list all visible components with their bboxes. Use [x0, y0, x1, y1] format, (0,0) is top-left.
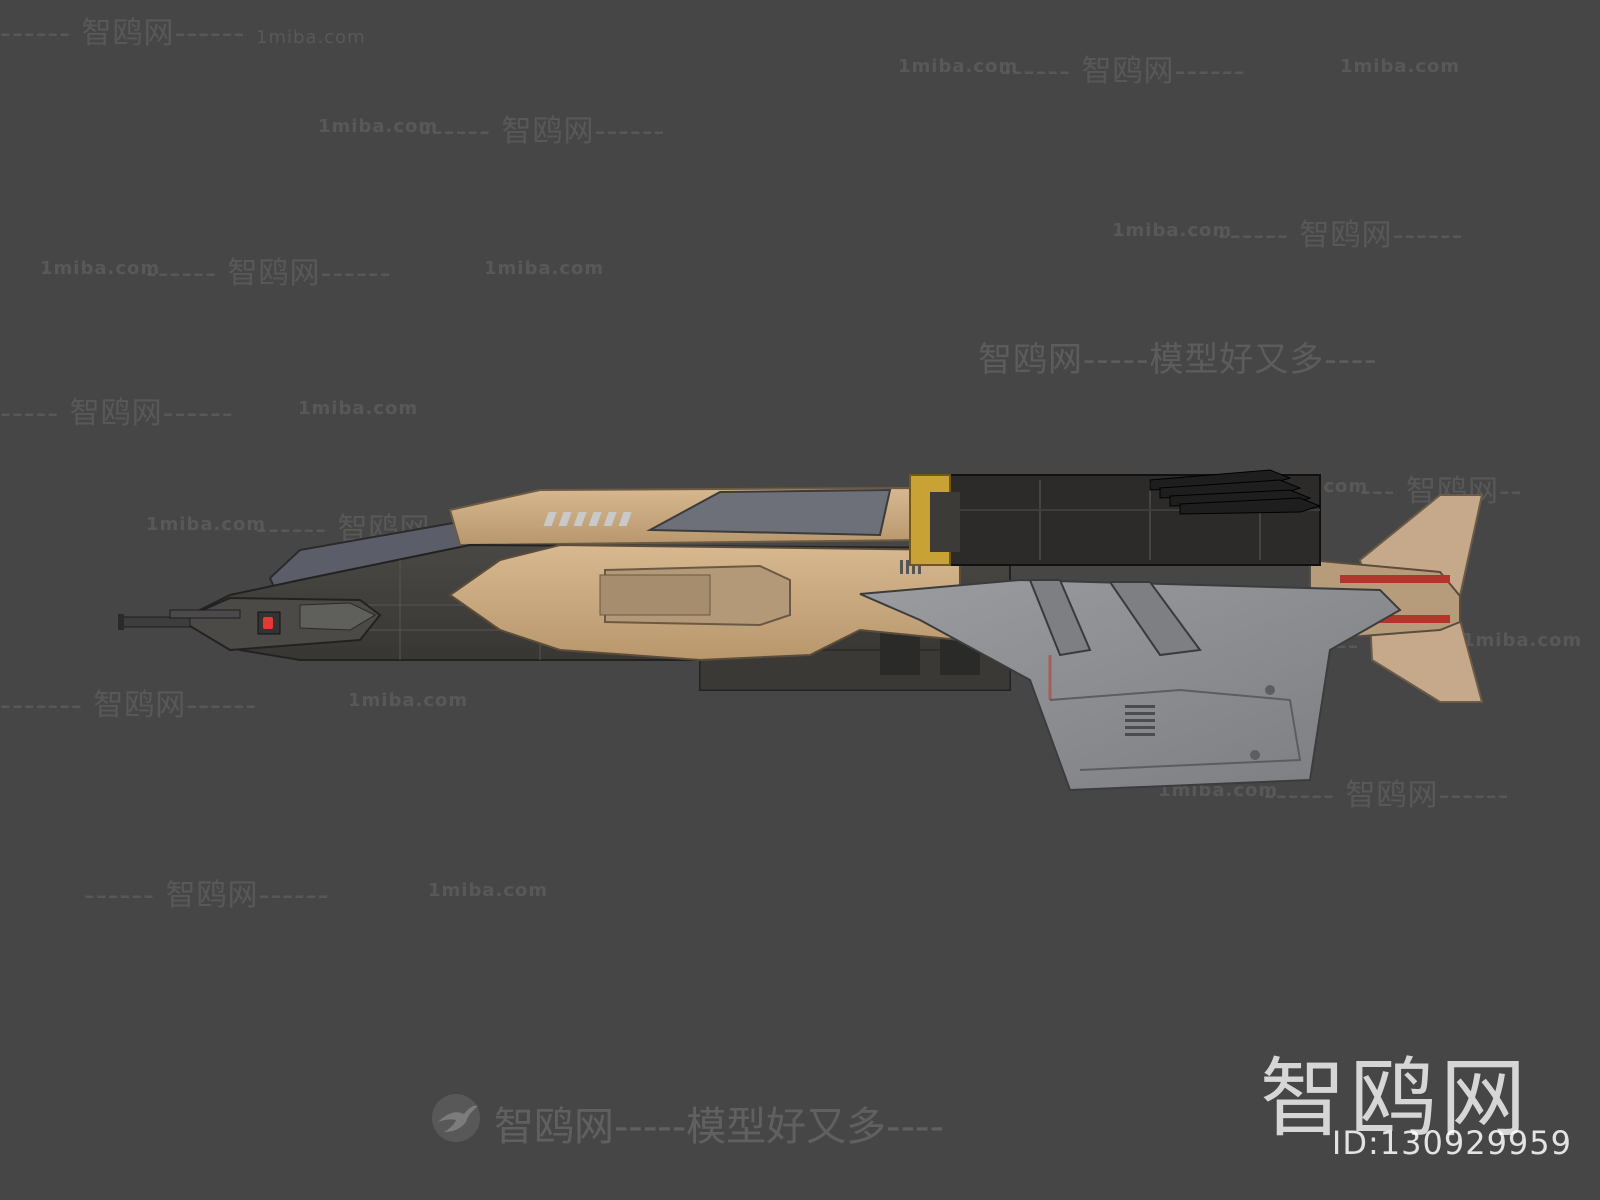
watermark-tagline: 智鸥网-----模型好又多---- — [978, 340, 1378, 380]
watermark-site: 1miba.com — [348, 690, 469, 711]
watermark-site: 1miba.com — [484, 258, 605, 279]
watermark-site: 1miba.com — [428, 880, 549, 901]
watermark-brand: ------ 智鸥网------ — [84, 878, 330, 913]
watermark-site: 1miba.com — [40, 258, 161, 279]
bottom-watermark-banner: 智鸥网-----模型好又多---- — [430, 1092, 944, 1154]
watermark-site: 1miba.com — [898, 56, 1019, 77]
model-id-text: ID:130929959 — [1331, 1124, 1572, 1162]
watermark-site: 1miba.com — [1112, 220, 1233, 241]
watermark-brand: ------ 智鸥网------ — [146, 256, 392, 291]
red-light-icon — [257, 611, 281, 635]
missile-tips — [1149, 469, 1322, 515]
bird-logo-icon — [430, 1092, 482, 1154]
watermark-site: 1miba.com — [298, 398, 419, 419]
watermark-site: 1miba.com — [146, 514, 267, 535]
watermark-brand: ------ 智鸥网------ — [1000, 54, 1246, 89]
bottom-banner-text: 智鸥网-----模型好又多---- — [494, 1104, 944, 1150]
side-armor-panel — [448, 543, 961, 662]
brand-logo-text: 智鸥网 — [1260, 1049, 1530, 1149]
fuselage-top-hull — [448, 486, 922, 547]
nose-gun — [118, 609, 241, 630]
watermark-brand: ------ 智鸥网------ — [420, 114, 666, 149]
watermark-site: 1miba.com — [1340, 56, 1461, 77]
watermark-site: 1miba.com — [1462, 630, 1583, 651]
watermark-brand: ------ 智鸥网------ — [1218, 218, 1464, 253]
watermark-brand: ------ 智鸥网------ — [1264, 778, 1510, 813]
watermark-brand: ------- 智鸥网------ — [0, 688, 258, 723]
watermark-site: 1miba.com — [318, 116, 439, 137]
watermark-brand: ----- 智鸥网------ — [0, 396, 234, 431]
watermark-brand: ------ 智鸥网------ 1miba.com — [0, 16, 366, 51]
main-wing — [859, 578, 1402, 792]
